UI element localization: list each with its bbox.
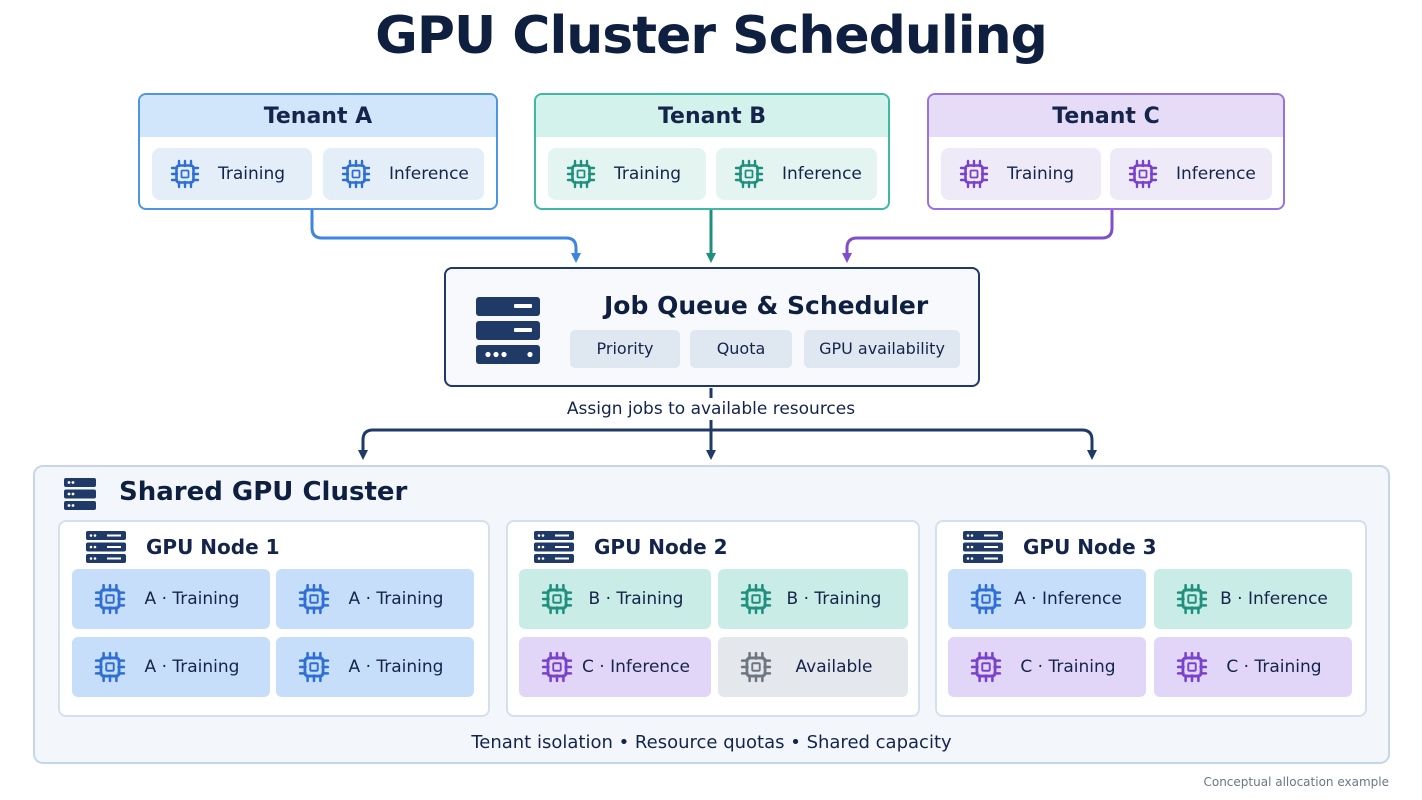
- server-icon: [474, 295, 542, 365]
- gpu-node-2: GPU Node 2 B · Training B · Training C ·…: [506, 520, 920, 717]
- slot-label: C · Training: [1020, 657, 1116, 677]
- gpu-slot: B · Training: [519, 569, 711, 629]
- slot-label: A · Training: [144, 589, 240, 609]
- chip-icon: [94, 583, 126, 615]
- chip-icon: [341, 159, 371, 189]
- workload-label: Training: [1007, 164, 1075, 184]
- chip-icon: [541, 651, 573, 683]
- chip-icon: [970, 651, 1002, 683]
- scheduler-title: Job Queue & Scheduler: [604, 291, 929, 320]
- gpu-node-1: GPU Node 1 A · Training A · Training A ·…: [58, 520, 490, 717]
- server-icon: [85, 530, 127, 564]
- node-title: GPU Node 3: [1023, 535, 1157, 559]
- tenant-a-title: Tenant A: [140, 95, 496, 137]
- chip-icon: [170, 159, 200, 189]
- gpu-slot: C · Training: [1154, 637, 1352, 697]
- tenant-c-card: Tenant C Training Inference: [927, 93, 1285, 210]
- gpu-slot: A · Training: [72, 637, 270, 697]
- gpu-slot: C · Training: [948, 637, 1146, 697]
- tenant-c-title: Tenant C: [929, 95, 1283, 137]
- arrow-assign-left: [358, 420, 713, 460]
- caption: Conceptual allocation example: [1203, 775, 1389, 789]
- cluster-footer: Tenant isolation • Resource quotas • Sha…: [471, 732, 952, 753]
- tenant-a-training: Training: [152, 148, 312, 200]
- chip-icon: [1128, 159, 1158, 189]
- assign-label: Assign jobs to available resources: [566, 399, 856, 419]
- server-icon: [533, 530, 575, 564]
- slot-label: Available: [795, 657, 873, 677]
- tenant-c-training: Training: [941, 148, 1101, 200]
- chip-icon: [94, 651, 126, 683]
- gpu-slot: B · Inference: [1154, 569, 1352, 629]
- gpu-node-3: GPU Node 3 A · Inference B · Inference C…: [935, 520, 1367, 717]
- gpu-slot: A · Training: [276, 569, 474, 629]
- chip-icon: [298, 583, 330, 615]
- arrow-tenant-a: [310, 210, 581, 263]
- slot-label: A · Training: [144, 657, 240, 677]
- tenant-b-card: Tenant B Training Inference: [534, 93, 890, 210]
- arrow-assign-right: [711, 428, 1097, 460]
- tenant-b-training: Training: [548, 148, 706, 200]
- slot-label: B · Training: [588, 589, 684, 609]
- gpu-slot: A · Inference: [948, 569, 1146, 629]
- gpu-slot: B · Training: [718, 569, 908, 629]
- chip-icon: [1176, 583, 1208, 615]
- server-icon: [962, 530, 1004, 564]
- slot-label: A · Training: [348, 657, 444, 677]
- server-icon: [63, 477, 97, 511]
- chip-icon: [740, 583, 772, 615]
- diagram-title: GPU Cluster Scheduling: [375, 6, 1048, 66]
- tenant-a-inference: Inference: [323, 148, 484, 200]
- workload-label: Training: [614, 164, 682, 184]
- chip-icon: [734, 159, 764, 189]
- chip-icon: [298, 651, 330, 683]
- gpu-slot: C · Inference: [519, 637, 711, 697]
- workload-label: Inference: [1176, 164, 1256, 184]
- workload-label: Training: [218, 164, 286, 184]
- node-title: GPU Node 1: [146, 535, 280, 559]
- workload-label: Inference: [389, 164, 469, 184]
- gpu-slot: A · Training: [276, 637, 474, 697]
- workload-label: Inference: [782, 164, 862, 184]
- chip-icon: [970, 583, 1002, 615]
- slot-label: B · Inference: [1220, 589, 1328, 609]
- chip-icon: [740, 651, 772, 683]
- factor-priority: Priority: [570, 330, 680, 368]
- gpu-slot-available: Available: [718, 637, 908, 697]
- chip-icon: [566, 159, 596, 189]
- shared-gpu-cluster: Shared GPU Cluster GPU Node 1 A · Traini…: [33, 465, 1390, 764]
- arrow-tenant-c: [842, 210, 1114, 263]
- gpu-slot: A · Training: [72, 569, 270, 629]
- chip-icon: [541, 583, 573, 615]
- tenant-a-card: Tenant A Training Inference: [138, 93, 498, 210]
- factor-gpu-availability: GPU availability: [804, 330, 960, 368]
- slot-label: A · Inference: [1014, 589, 1122, 609]
- slot-label: B · Training: [786, 589, 882, 609]
- slot-label: C · Inference: [582, 657, 690, 677]
- chip-icon: [1176, 651, 1208, 683]
- chip-icon: [959, 159, 989, 189]
- tenant-b-inference: Inference: [716, 148, 877, 200]
- slot-label: C · Training: [1226, 657, 1322, 677]
- tenant-c-inference: Inference: [1110, 148, 1272, 200]
- factor-quota: Quota: [690, 330, 792, 368]
- node-title: GPU Node 2: [594, 535, 728, 559]
- scheduler-box: Job Queue & Scheduler Priority Quota GPU…: [444, 267, 980, 387]
- slot-label: A · Training: [348, 589, 444, 609]
- cluster-title: Shared GPU Cluster: [119, 477, 408, 507]
- tenant-b-title: Tenant B: [536, 95, 888, 137]
